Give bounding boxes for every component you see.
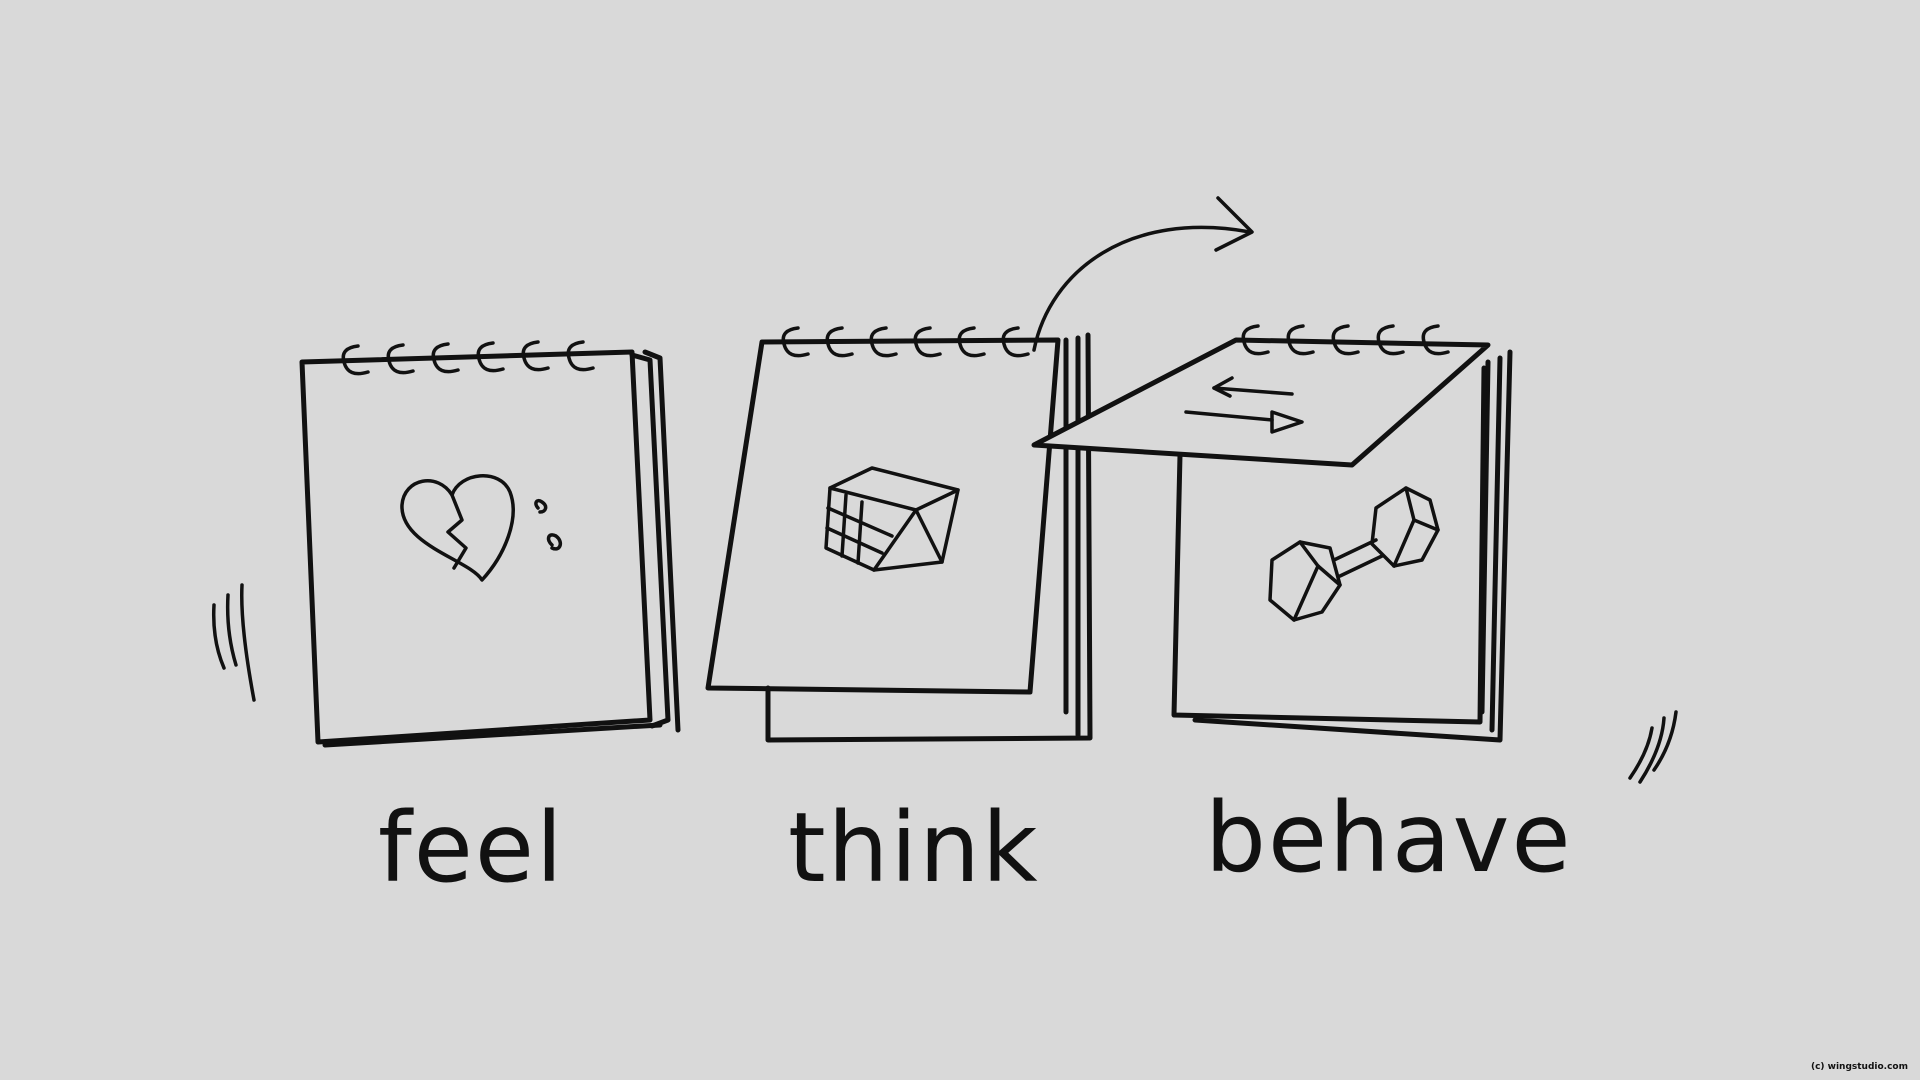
broken-heart-icon	[400, 474, 563, 582]
copyright-credit: (c) wingstudio.com	[1810, 1062, 1908, 1072]
flip-arrow-icon	[1032, 196, 1254, 352]
notepad-behave	[1031, 324, 1678, 784]
label-think: think	[788, 792, 1040, 904]
motion-lines-left	[211, 583, 256, 702]
notepad-feel	[211, 340, 681, 748]
spiral-binding	[781, 326, 1030, 358]
motion-lines-right	[1628, 710, 1678, 784]
label-feel: feel	[378, 792, 565, 904]
dumbbell-icon	[1268, 486, 1440, 622]
label-behave: behave	[1205, 782, 1573, 894]
spiral-binding	[1241, 324, 1450, 356]
swap-arrows-icon	[1184, 376, 1304, 434]
spiral-binding	[341, 340, 595, 376]
notepad-think	[705, 196, 1254, 743]
rubiks-cube-icon	[824, 466, 960, 572]
